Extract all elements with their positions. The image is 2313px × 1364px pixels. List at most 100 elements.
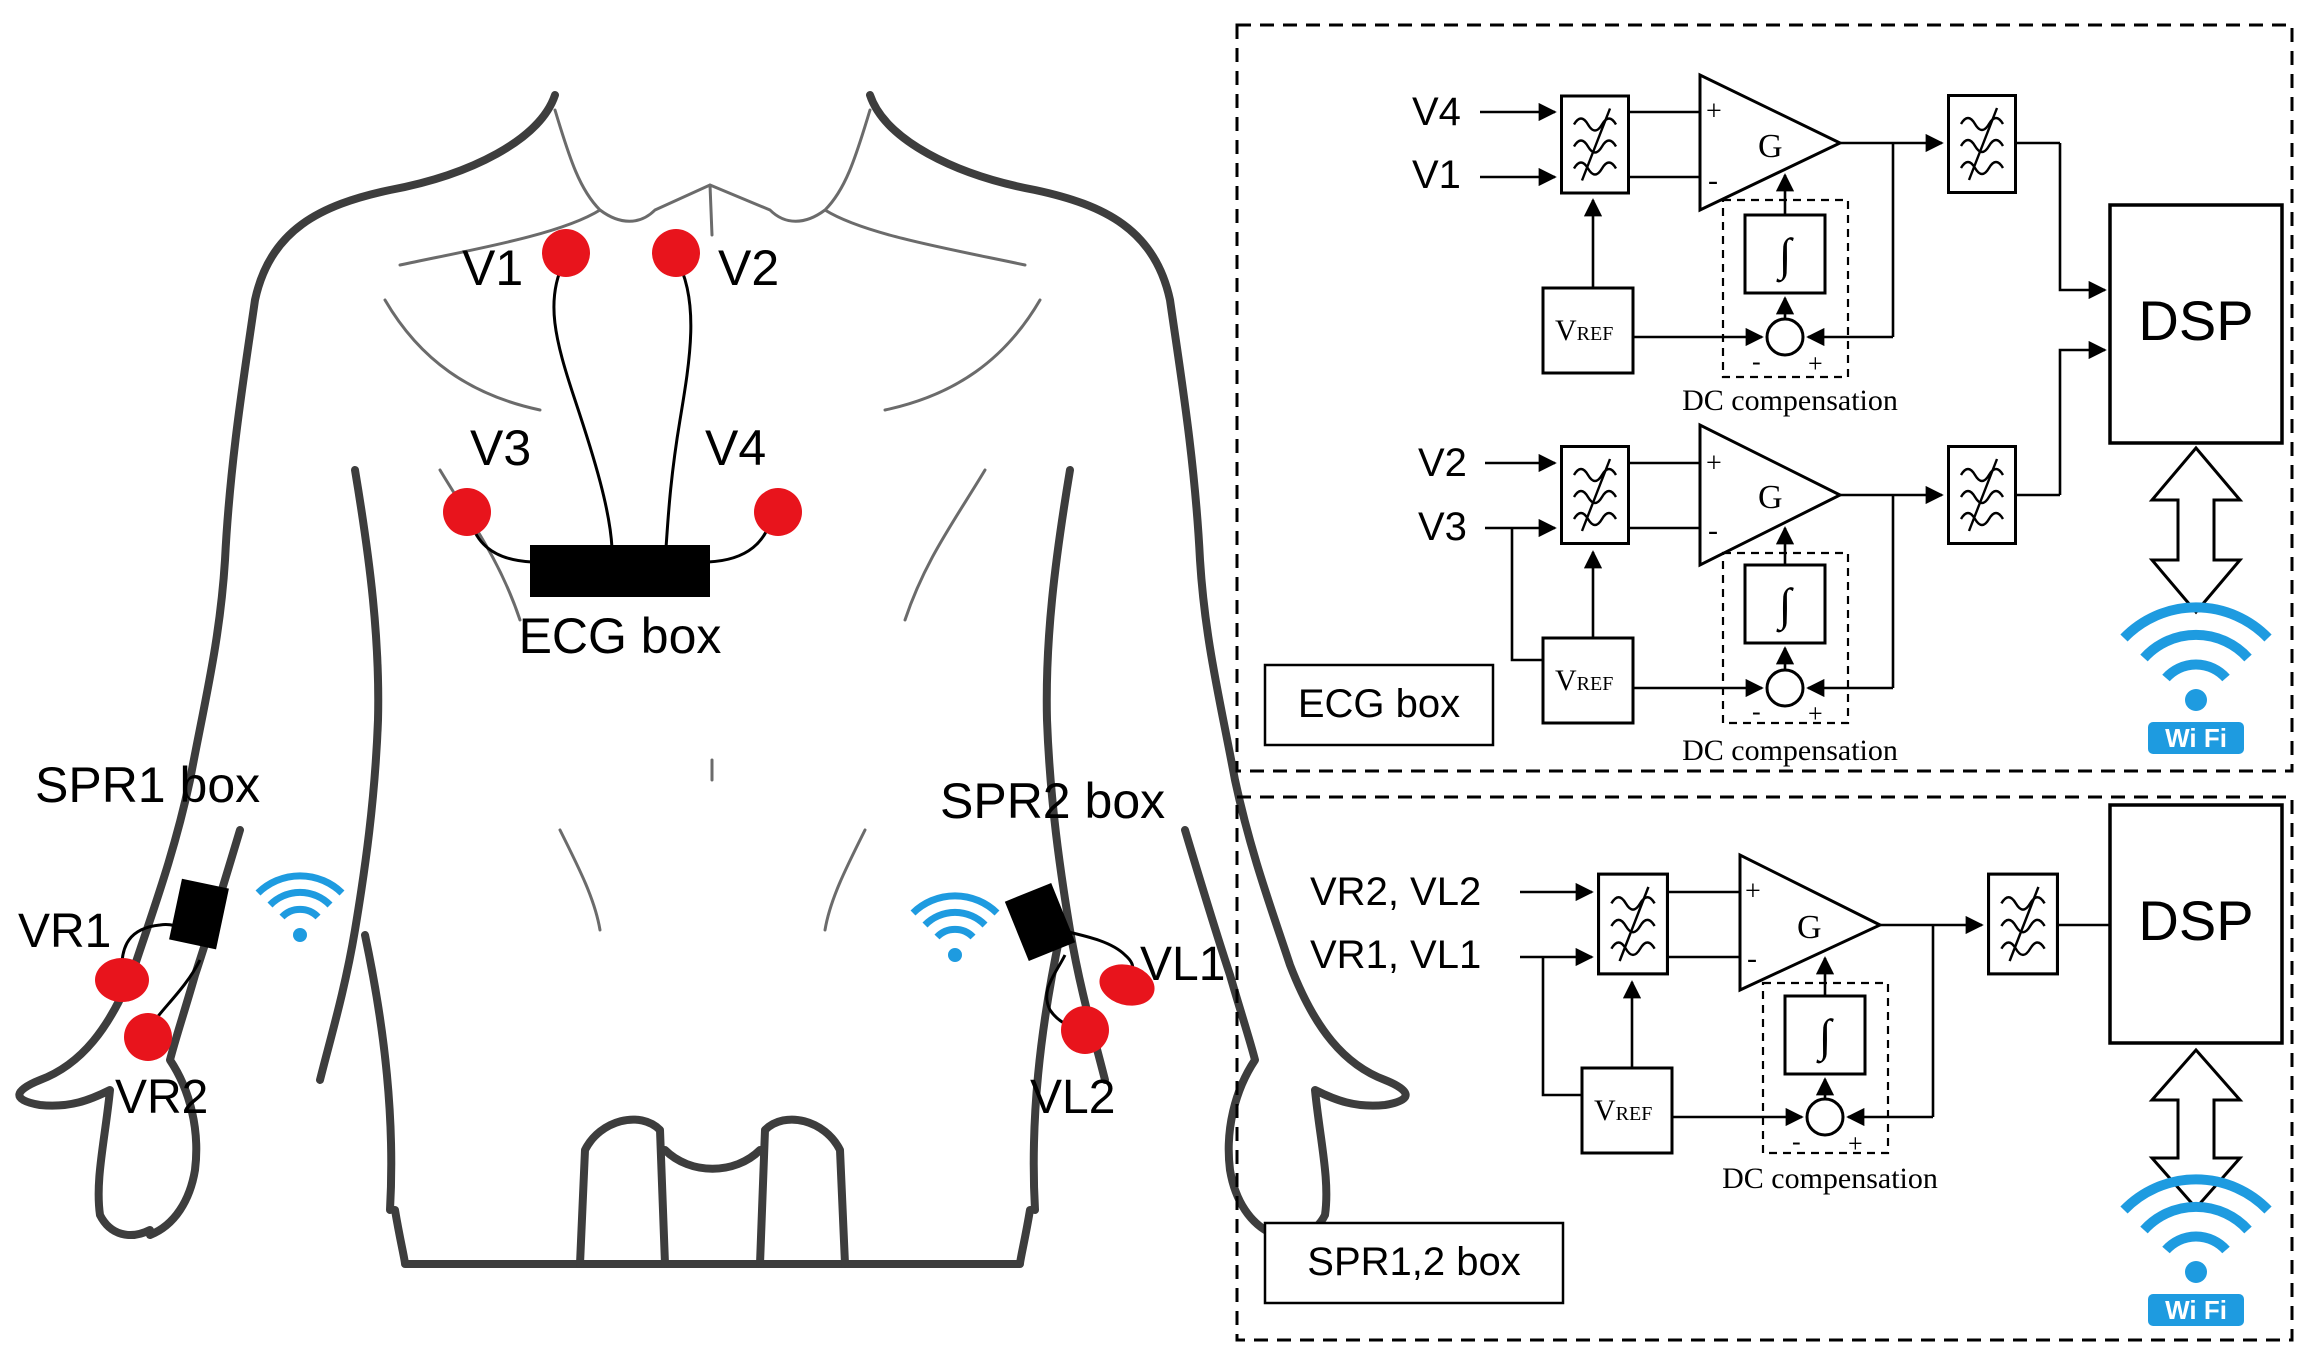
bidirectional-arrow (2148, 445, 2244, 615)
vref-block (1580, 1066, 1674, 1155)
spr-box-panel: VR2, VL2 VR1, VL1 + - G ∫ - + DC compens… (1235, 795, 2294, 1342)
output-filter-icon (1987, 872, 2059, 976)
vref-block (1541, 286, 1635, 375)
ecg-box-label: ECG box (519, 608, 722, 664)
electrode-vl1-label: VL1 (1140, 938, 1225, 991)
dc-compensation-label: DC compensation (1682, 734, 1898, 767)
sum-plus-sign: + (1808, 699, 1823, 728)
spr-panel-border (1235, 795, 2294, 1342)
sum-minus-sign: - (1752, 697, 1761, 726)
spr2-box-label: SPR2 box (940, 773, 1165, 829)
ecg-ch1-input-bottom: V1 (1412, 153, 1461, 197)
electrode-v3 (443, 488, 491, 536)
dsp-block (2108, 803, 2284, 1045)
electrode-vl2-label: VL2 (1030, 1071, 1115, 1124)
output-filter-icon (1947, 93, 2017, 195)
amp-plus-sign: + (1745, 876, 1761, 907)
spr2-box-device (1004, 882, 1076, 962)
electrode-v4 (754, 488, 802, 536)
vref-label: VREF (1555, 664, 1613, 697)
wifi-icon: Wi Fi (2120, 602, 2272, 754)
integrator-symbol: ∫ (1776, 579, 1794, 633)
electrode-vr2-label: VR2 (115, 1071, 208, 1124)
bandpass-filter-icon (1560, 94, 1630, 195)
dsp-label: DSP (2138, 889, 2253, 952)
vref-label: VREF (1594, 1094, 1652, 1127)
spr-input-bottom: VR1, VL1 (1310, 933, 1481, 977)
dsp-label: DSP (2138, 289, 2253, 352)
wifi-icon (910, 892, 1000, 962)
summing-junction (1765, 317, 1805, 357)
electrode-vr2 (124, 1013, 172, 1061)
wifi-icon: Wi Fi (2120, 1174, 2272, 1326)
vref-label: VREF (1555, 314, 1613, 347)
amp-minus-sign: - (1708, 514, 1718, 547)
bandpass-filter-icon (1597, 872, 1669, 976)
dsp-block (2108, 203, 2284, 445)
spr1-box-label: SPR1 box (35, 757, 260, 813)
integrator-block (1743, 213, 1827, 295)
neck-collar (398, 108, 1027, 267)
electrode-v1-label: V1 (462, 240, 523, 296)
sum-minus-sign: - (1752, 347, 1761, 376)
ecg-panel-title: ECG box (1298, 682, 1460, 726)
bandpass-filter-icon (1560, 444, 1630, 546)
output-filter-icon (1947, 444, 2017, 546)
ecg-electrodes (443, 229, 802, 536)
electrode-v2-label: V2 (718, 240, 779, 296)
amplifier (1738, 852, 1884, 993)
integrator-block (1743, 563, 1827, 645)
dc-compensation-label: DC compensation (1682, 384, 1898, 417)
vref-block (1541, 636, 1635, 725)
ecg-ch2-input-bottom: V3 (1418, 505, 1467, 549)
amp-gain-label: G (1758, 479, 1783, 516)
wifi-label: Wi Fi (2165, 1295, 2227, 1325)
wifi-label: Wi Fi (2165, 723, 2227, 753)
electrode-vr1-label: VR1 (18, 905, 111, 958)
electrode-v2 (652, 229, 700, 277)
summing-junction (1805, 1097, 1845, 1137)
spr-panel-title-box (1263, 1221, 1565, 1305)
chest-lines (383, 298, 1042, 932)
sum-plus-sign: + (1808, 349, 1823, 378)
spr-input-top: VR2, VL2 (1310, 870, 1481, 914)
amp-plus-sign: + (1706, 448, 1722, 479)
spr1-box-device (169, 878, 229, 950)
ecg-box-device (530, 545, 710, 597)
ecg-channel-1: V4 V1 + - G ∫ - + DC compensation (1412, 72, 2017, 417)
electrode-v1 (542, 229, 590, 277)
dc-compensation-label: DC compensation (1722, 1162, 1938, 1195)
amp-gain-label: G (1758, 128, 1783, 165)
summing-junction (1765, 668, 1805, 708)
amp-gain-label: G (1797, 909, 1822, 946)
human-body-figure (15, 91, 1410, 1268)
torso-sides (316, 466, 1109, 1268)
ecg-electrode-wires (468, 257, 774, 564)
integrator-symbol: ∫ (1816, 1010, 1834, 1064)
electrode-v4-label: V4 (705, 420, 766, 476)
amplifier (1698, 422, 1844, 568)
sum-plus-sign: + (1848, 1129, 1863, 1158)
sum-minus-sign: - (1792, 1127, 1801, 1156)
ecg-panel-title-box (1263, 663, 1495, 747)
electrode-vl1 (1099, 964, 1155, 1006)
right-forearm (1181, 826, 1279, 1239)
amp-minus-sign: - (1708, 164, 1718, 197)
ecg-channel-2: V2 V3 + - G ∫ - + DC compensation (1418, 422, 2017, 767)
electrode-v3-label: V3 (470, 420, 531, 476)
electrode-vl2 (1061, 1006, 1109, 1054)
amp-minus-sign: - (1747, 942, 1757, 975)
wifi-icon (255, 872, 345, 942)
integrator-symbol: ∫ (1776, 229, 1794, 283)
amplifier (1698, 72, 1844, 213)
ecg-ch1-input-top: V4 (1412, 90, 1461, 134)
legs (576, 1115, 849, 1268)
ecg-panel-border (1235, 23, 2294, 773)
electrode-vr1 (95, 958, 149, 1002)
amp-plus-sign: + (1706, 96, 1722, 127)
ecg-box-panel: V4 V1 + - G ∫ - + DC compensation (1235, 23, 2294, 773)
ecg-ch2-input-top: V2 (1418, 441, 1467, 485)
spr-panel-title: SPR1,2 box (1307, 1240, 1520, 1284)
body-outline (15, 91, 1410, 1239)
